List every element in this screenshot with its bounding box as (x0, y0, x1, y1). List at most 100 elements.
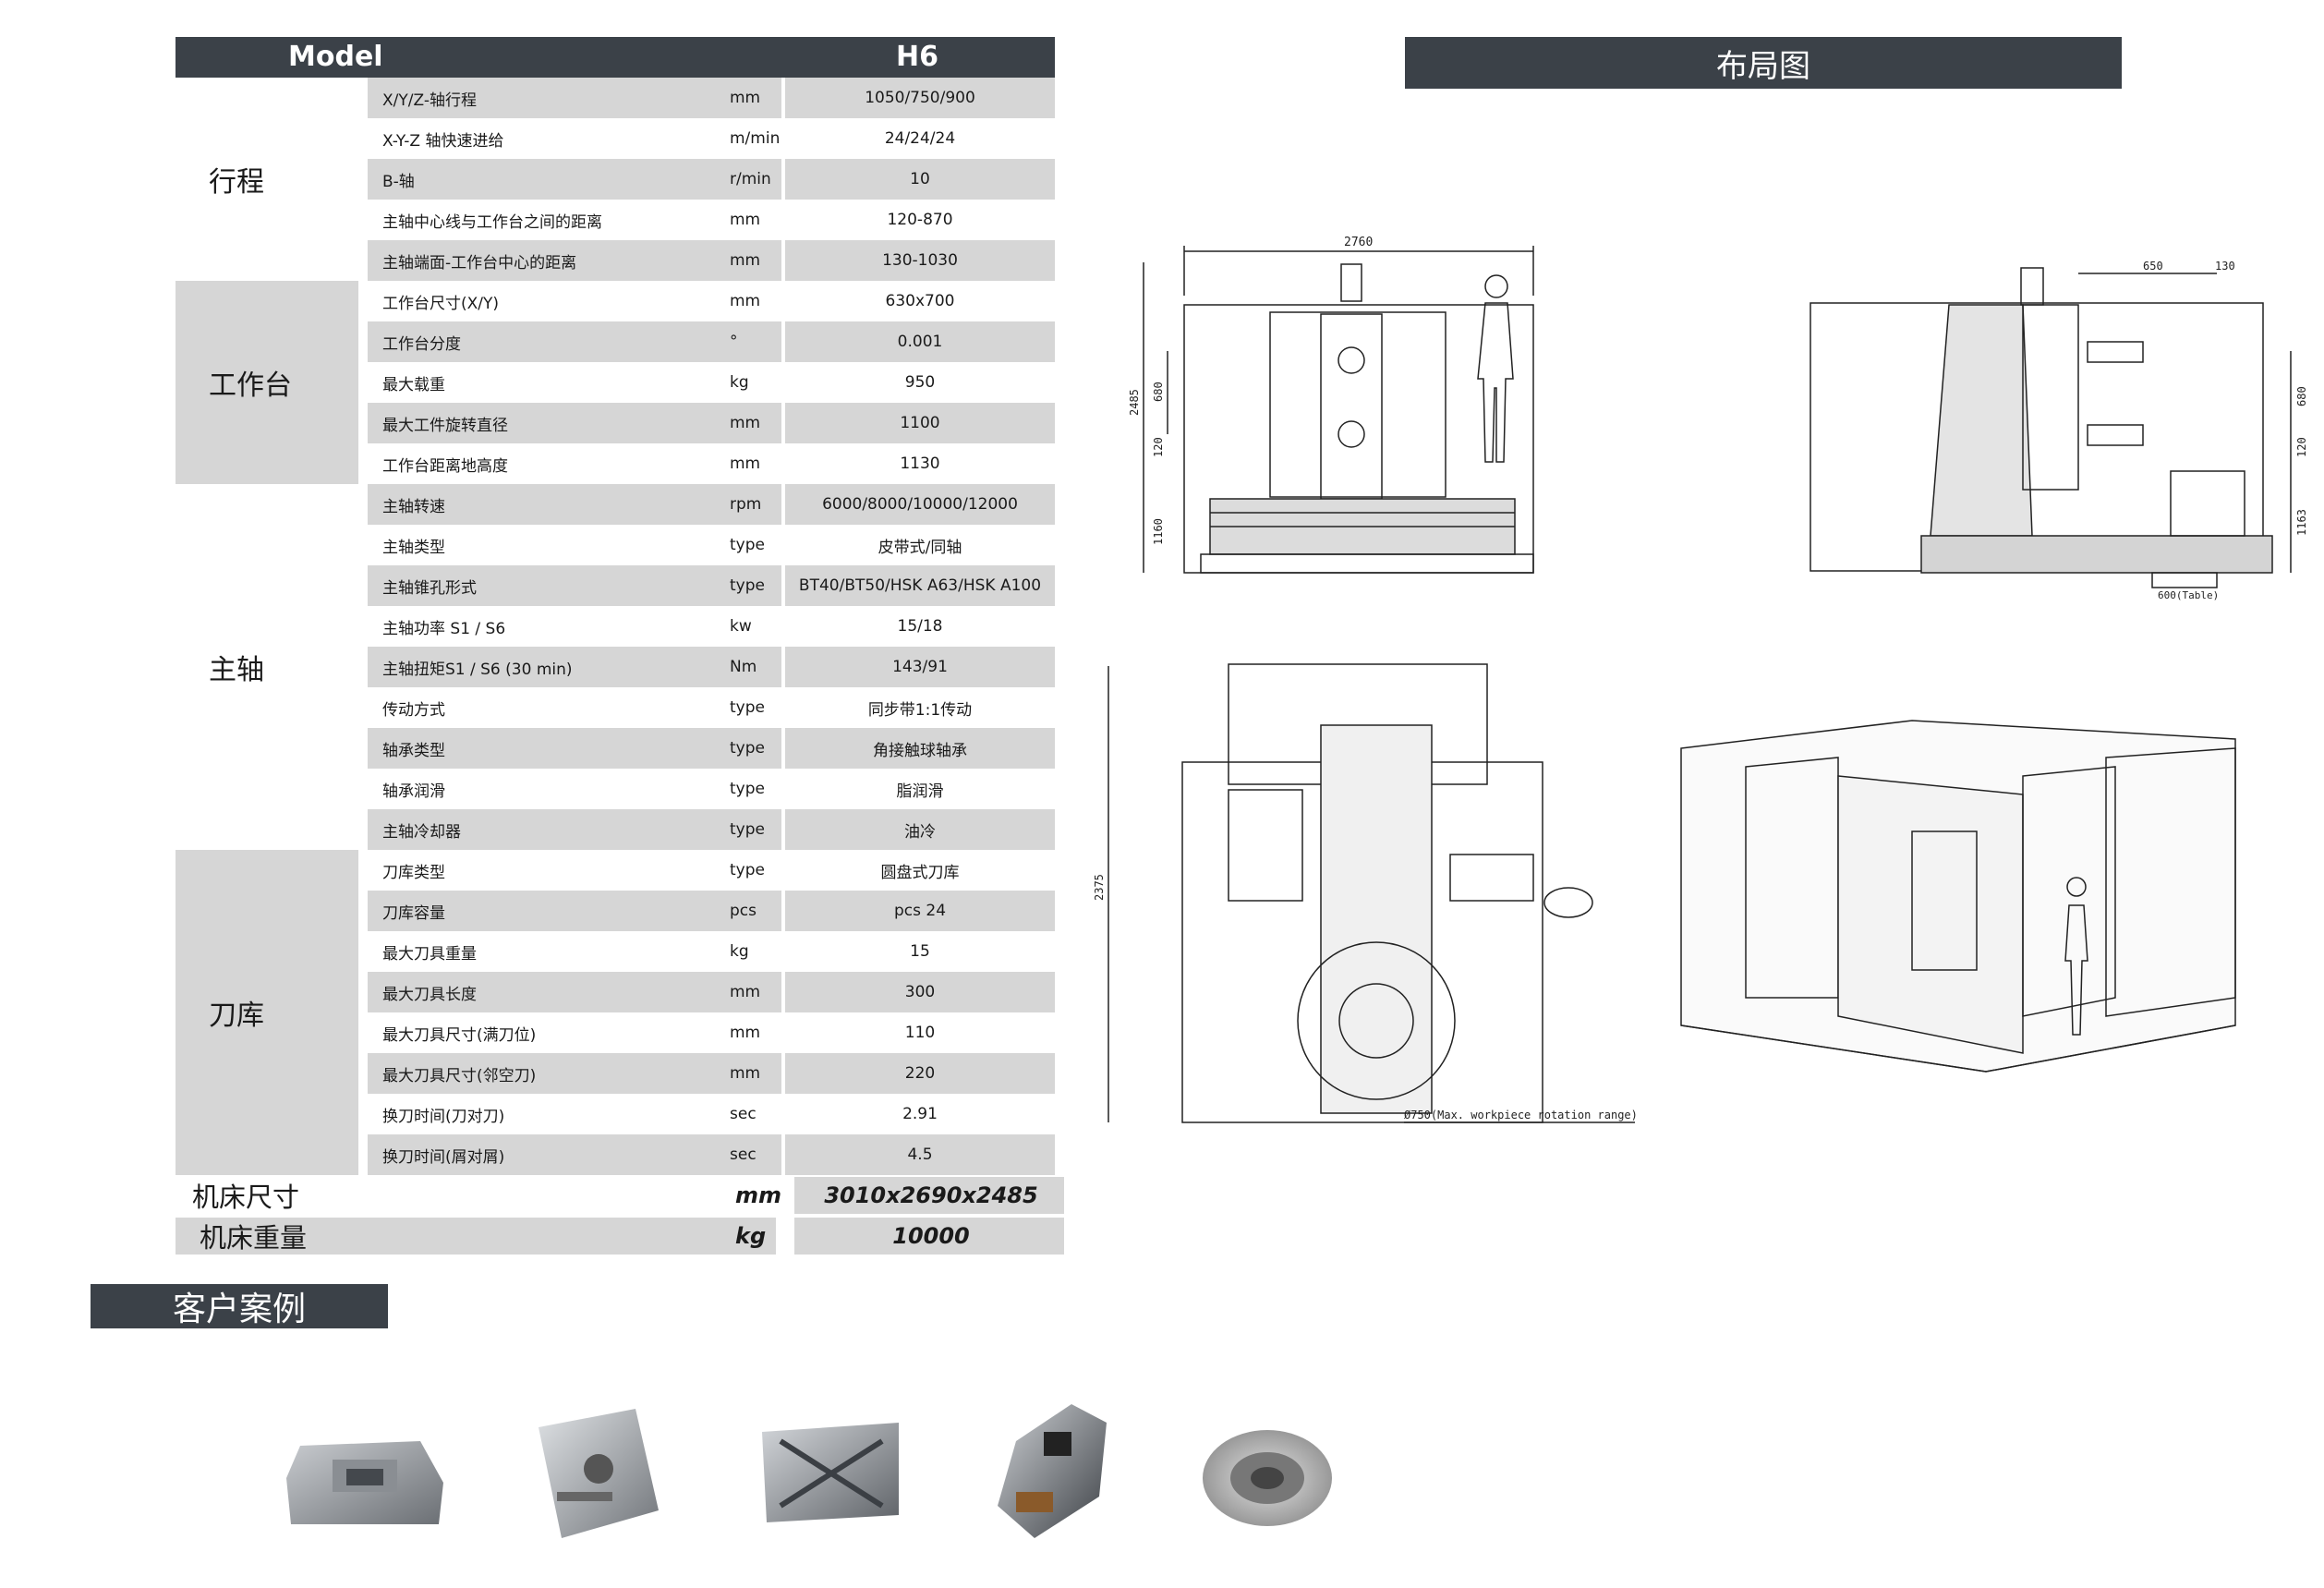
spec-unit: mm (730, 983, 761, 1001)
front-dim-width: 2760 (1344, 236, 1373, 249)
spec-value: 角接触球轴承 (873, 741, 967, 760)
spec-value: 1050/750/900 (865, 89, 975, 107)
spec-name: X/Y/Z-轴行程 (382, 91, 477, 110)
spec-unit: ° (730, 333, 738, 351)
spec-name: B-轴 (382, 172, 415, 191)
category-label: 刀库 (176, 850, 358, 1175)
spec-unit: Nm (730, 658, 757, 676)
spec-name: 刀库容量 (382, 903, 445, 923)
spec-name: X-Y-Z 轴快速进给 (382, 131, 504, 151)
spec-name: 主轴中心线与工作台之间的距离 (382, 212, 602, 232)
spec-value: 油冷 (904, 822, 936, 842)
spec-unit: type (730, 698, 765, 717)
isometric-drawing (1680, 720, 2263, 1081)
spec-unit: mm (730, 292, 761, 310)
table-row: 工作台分度 ° 0.001 (368, 321, 1055, 362)
spec-unit: type (730, 576, 765, 595)
spec-name: 主轴功率 S1 / S6 (382, 619, 506, 638)
spec-name: 主轴端面-工作台中心的距离 (382, 253, 577, 273)
machine-weight-value: 10000 (892, 1223, 970, 1249)
spec-name: 最大工件旋转直径 (382, 416, 508, 435)
cases-header: 客户案例 (91, 1284, 388, 1328)
spec-name: 换刀时间(刀对刀) (382, 1107, 505, 1126)
table-row: 最大刀具重量 kg 15 (368, 931, 1055, 972)
spec-unit: kw (730, 617, 752, 636)
category-label: 主轴 (209, 654, 264, 686)
spec-value: 143/91 (892, 658, 948, 676)
spec-name: 主轴类型 (382, 538, 445, 557)
spec-unit: type (730, 820, 765, 839)
spec-unit: mm (730, 414, 761, 432)
table-row: 主轴类型 type 皮带式/同轴 (368, 525, 1055, 565)
spec-name: 主轴锥孔形式 (382, 578, 477, 598)
spec-value: 皮带式/同轴 (878, 538, 962, 557)
spec-name: 工作台分度 (382, 334, 461, 354)
spec-name: 工作台尺寸(X/Y) (382, 294, 500, 313)
spec-name: 主轴转速 (382, 497, 445, 516)
spec-name: 轴承润滑 (382, 782, 445, 801)
spec-value: 24/24/24 (884, 129, 956, 148)
top-dim-depth: 2375 (1093, 874, 1106, 901)
spec-unit: m/min (730, 129, 781, 148)
model-value: H6 (896, 41, 938, 73)
table-row: 工作台尺寸(X/Y) mm 630x700 (368, 281, 1055, 321)
spec-value: 1100 (900, 414, 940, 432)
case-image-1 (282, 1427, 448, 1537)
table-row: 主轴锥孔形式 type BT40/BT50/HSK A63/HSK A100 (368, 565, 1055, 606)
spec-name: 主轴扭矩S1 / S6 (30 min) (382, 660, 573, 679)
machine-size-row: 机床尺寸 mm 3010x2690x2485 (176, 1175, 1064, 1216)
spec-name: 工作台距离地高度 (382, 456, 508, 476)
top-view-drawing: 2375 Ø750(Max. workpiece rotation range) (1093, 661, 1653, 1141)
machine-size-unit: mm (735, 1182, 782, 1208)
spec-value: 950 (904, 373, 936, 392)
table-row: X-Y-Z 轴快速进给 m/min 24/24/24 (368, 118, 1055, 159)
spec-unit: type (730, 739, 765, 758)
spec-unit: type (730, 536, 765, 554)
front-dim-120: 120 (1152, 437, 1165, 457)
spec-value: 1130 (900, 455, 940, 473)
spec-value: 630x700 (885, 292, 955, 310)
spec-unit: mm (730, 251, 761, 270)
side-dim-table: 600(Table) (2158, 589, 2219, 601)
spec-value: 220 (904, 1064, 936, 1083)
table-row: 工作台距离地高度 mm 1130 (368, 443, 1055, 484)
spec-unit: pcs (730, 902, 757, 920)
side-dim-120: 120 (2295, 437, 2308, 457)
case-image-3 (762, 1423, 901, 1528)
spec-value: 15 (910, 942, 930, 961)
spec-name: 最大刀具长度 (382, 985, 477, 1004)
side-dim-130: 130 (2215, 260, 2235, 273)
side-view-drawing: 650 130 680 120 1163 600(Table) (1810, 259, 2318, 619)
spec-value: 2.91 (902, 1105, 938, 1123)
spec-value: BT40/BT50/HSK A63/HSK A100 (798, 576, 1042, 595)
machine-size-label: 机床尺寸 (192, 1182, 300, 1213)
spec-value: 120-870 (887, 211, 953, 229)
spec-name: 刀库类型 (382, 863, 445, 882)
spec-name: 最大刀具尺寸(满刀位) (382, 1025, 537, 1045)
spec-unit: mm (730, 455, 761, 473)
model-header: Model H6 (176, 37, 1055, 78)
spec-name: 最大刀具重量 (382, 944, 477, 964)
spec-unit: kg (730, 942, 749, 961)
spec-value: 0.001 (897, 333, 943, 351)
spec-value: 110 (904, 1024, 936, 1042)
machine-weight-row: 机床重量 kg 10000 (176, 1216, 1064, 1256)
spec-value: 脂润滑 (896, 782, 944, 801)
machine-size-value: 3010x2690x2485 (824, 1182, 1038, 1208)
machine-weight-unit: kg (735, 1223, 767, 1249)
front-dim-1160: 1160 (1152, 518, 1165, 545)
